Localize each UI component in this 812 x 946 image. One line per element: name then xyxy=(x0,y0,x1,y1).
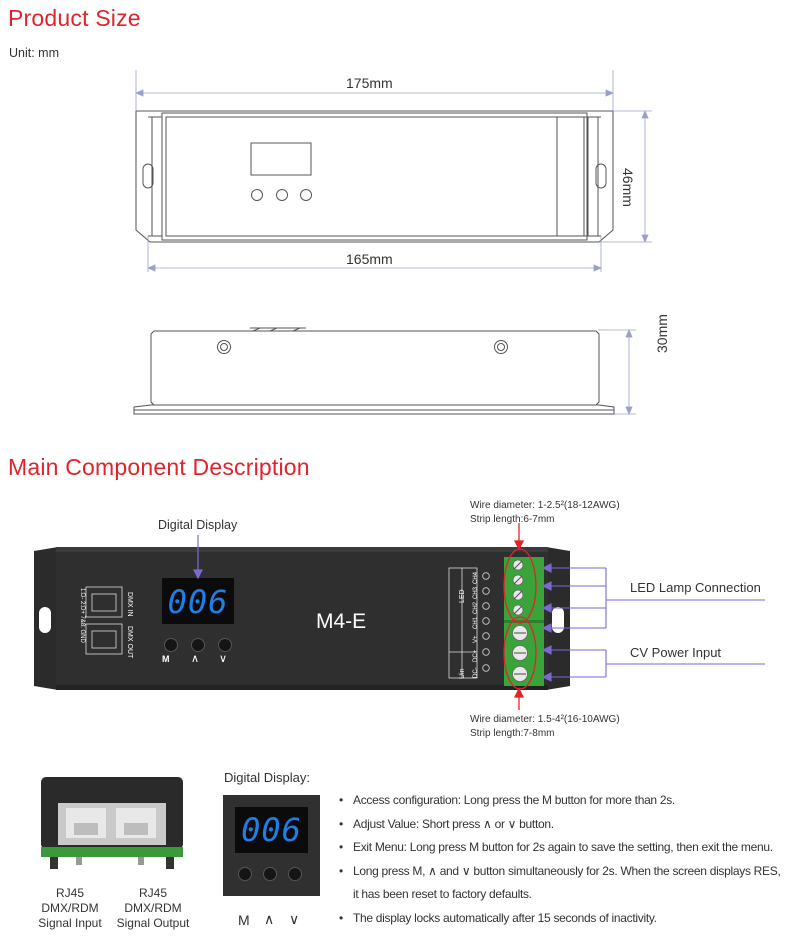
indicator-circles xyxy=(482,572,490,672)
led-label: LED xyxy=(459,589,466,603)
rj45-input-caption: RJ45 DMX/RDM Signal Input xyxy=(38,886,102,930)
connection-brackets xyxy=(541,563,765,682)
cv-power-input-label: CV Power Input xyxy=(630,645,722,660)
device-button-m xyxy=(164,638,178,652)
dim-165mm: 165mm xyxy=(346,251,393,267)
device-button-up xyxy=(191,638,205,652)
dim-175mm: 175mm xyxy=(346,75,393,91)
digital-display-label: Digital Display xyxy=(158,518,238,532)
instruction-item: Access configuration: Long press the M b… xyxy=(337,789,807,813)
dmx-in-label: DMX IN xyxy=(126,592,133,617)
uin-label: Uin xyxy=(459,668,466,679)
rj45-photo xyxy=(41,777,183,869)
btn-label-down: ∨ xyxy=(219,653,228,665)
btn-label-m: M xyxy=(162,654,170,664)
device-display-digits: 006 xyxy=(167,583,229,621)
wire-top-diameter: Wire diameter: 1-2.5²(18-12AWG) xyxy=(470,500,620,511)
wire-top-strip: Strip length:6-7mm xyxy=(470,514,555,525)
dimension-lines xyxy=(134,70,652,416)
panel-label-down: ∨ xyxy=(289,911,300,927)
wire-bottom-diameter: Wire diameter: 1.5-4²(16-10AWG) xyxy=(470,714,620,725)
dim-46mm: 46mm xyxy=(620,168,636,207)
main-component-heading: Main Component Description xyxy=(8,454,310,480)
pin-label: 1:D- 2:D+ 7&8: GND xyxy=(79,588,85,643)
instruction-item-continued: it has been reset to factory defaults. xyxy=(353,887,532,902)
wire-arrows xyxy=(513,523,525,710)
digital-display-arrow xyxy=(193,535,203,580)
panel-display-digits: 006 xyxy=(241,811,302,849)
instruction-item: Exit Menu: Long press M button for 2s ag… xyxy=(337,836,807,860)
digital-display-panel xyxy=(223,795,320,896)
dcplus-label: DC+ xyxy=(473,649,479,662)
top-terminal-highlight xyxy=(503,548,537,624)
ch3-label: CH3 xyxy=(473,586,479,599)
led-terminal-block xyxy=(504,557,544,622)
instruction-item: Adjust Value: Short press ∧ or ∨ button. xyxy=(337,813,807,837)
vplus-label: V+ xyxy=(473,635,479,643)
bottom-terminal-highlight xyxy=(503,616,537,690)
device-drawing xyxy=(34,523,765,710)
device-body xyxy=(56,547,548,690)
ch1-label: CH1 xyxy=(473,616,479,629)
device-button-down xyxy=(218,638,232,652)
ch2-label: CH2 xyxy=(473,601,479,614)
btn-label-up: ∧ xyxy=(191,653,200,665)
model-label: M4-E xyxy=(316,610,367,633)
panel-label-up: ∧ xyxy=(264,911,275,927)
wire-bottom-strip: Strip length:7-8mm xyxy=(470,728,555,739)
device-display xyxy=(162,578,234,624)
instruction-list: Access configuration: Long press the M b… xyxy=(337,789,807,931)
product-size-heading: Product Size xyxy=(8,5,141,31)
instruction-item: Long press M, ∧ and ∨ button simultaneou… xyxy=(337,860,807,884)
device-flanges xyxy=(34,547,570,690)
dim-30mm: 30mm xyxy=(654,314,670,353)
led-lamp-connection-label: LED Lamp Connection xyxy=(630,580,761,595)
rj45-output-caption: RJ45 DMX/RDM Signal Output xyxy=(116,886,190,930)
terminal-label-box xyxy=(448,567,478,679)
unit-label: Unit: mm xyxy=(9,46,59,60)
product-size-drawing xyxy=(133,70,652,416)
dmx-out-label: DMX OUT xyxy=(126,626,133,659)
panel-label-m: M xyxy=(238,912,250,928)
instruction-item: The display locks automatically after 15… xyxy=(337,907,807,931)
ch4-label: CH4 xyxy=(473,571,479,584)
dcminus-label: DC- xyxy=(473,667,479,678)
digital-display-title: Digital Display: xyxy=(224,770,310,785)
rj45-panel xyxy=(85,586,123,655)
